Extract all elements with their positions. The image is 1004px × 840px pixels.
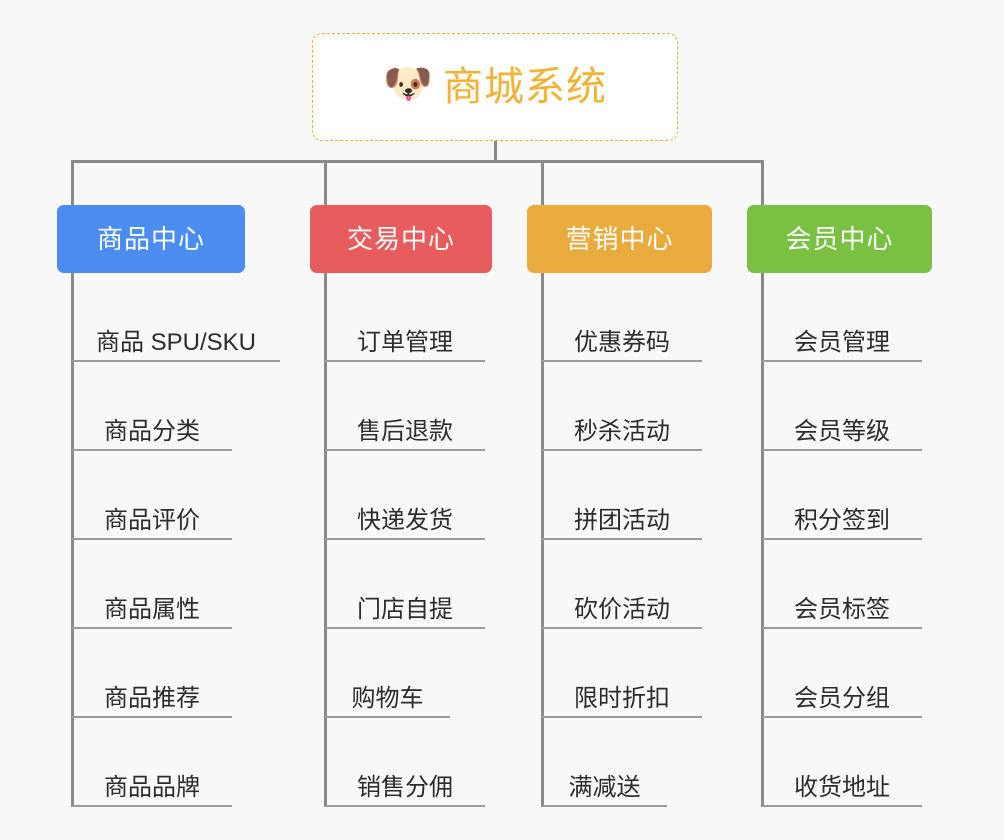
leaf-label: 门店自提 — [357, 595, 453, 623]
leaf-item[interactable]: 购物车 — [325, 629, 450, 718]
category-label: 商品中心 — [96, 224, 205, 254]
connector-vertical — [540, 160, 544, 205]
connector-vertical — [760, 160, 764, 205]
category-node-2[interactable]: 交易中心 — [310, 205, 492, 273]
leaf-item[interactable]: 商品 SPU/SKU — [72, 273, 280, 362]
leaf-item[interactable]: 商品属性 — [72, 540, 232, 629]
connector-vertical — [70, 160, 74, 205]
leaf-label: 限时折扣 — [574, 684, 670, 712]
shiba-dog-face-icon: 🐶 — [383, 62, 433, 106]
leaf-item[interactable]: 商品分类 — [72, 362, 232, 451]
leaf-label: 拼团活动 — [574, 506, 670, 534]
category-label: 交易中心 — [346, 224, 455, 254]
leaf-label: 售后退款 — [357, 417, 453, 445]
leaf-label: 购物车 — [351, 684, 424, 712]
leaf-label: 商品属性 — [104, 595, 200, 623]
root-title: 商城系统 — [443, 65, 607, 109]
connector-horizontal — [70, 160, 764, 163]
connector-vertical — [493, 141, 497, 163]
leaf-label: 商品评价 — [104, 506, 200, 534]
category-trunk-line — [540, 273, 544, 807]
leaf-label: 收货地址 — [794, 773, 890, 801]
leaf-item[interactable]: 门店自提 — [325, 540, 485, 629]
leaf-item[interactable]: 满减送 — [542, 718, 667, 807]
leaf-label: 订单管理 — [357, 328, 453, 356]
leaf-label: 商品品牌 — [104, 773, 200, 801]
leaf-item[interactable]: 秒杀活动 — [542, 362, 702, 451]
leaf-item[interactable]: 砍价活动 — [542, 540, 702, 629]
leaf-item[interactable]: 快递发货 — [325, 451, 485, 540]
leaf-item[interactable]: 会员管理 — [762, 273, 922, 362]
leaf-item[interactable]: 会员分组 — [762, 629, 922, 718]
connector-vertical — [323, 160, 327, 205]
category-node-1[interactable]: 商品中心 — [57, 205, 245, 273]
leaf-item[interactable]: 会员等级 — [762, 362, 922, 451]
leaf-item[interactable]: 优惠券码 — [542, 273, 702, 362]
category-label: 营销中心 — [565, 224, 674, 254]
leaf-label: 商品分类 — [104, 417, 200, 445]
leaf-label: 优惠券码 — [574, 328, 670, 356]
leaf-item[interactable]: 售后退款 — [325, 362, 485, 451]
category-trunk-line — [70, 273, 74, 807]
leaf-item[interactable]: 积分签到 — [762, 451, 922, 540]
leaf-item[interactable]: 订单管理 — [325, 273, 485, 362]
leaf-item[interactable]: 收货地址 — [762, 718, 922, 807]
leaf-label: 秒杀活动 — [574, 417, 670, 445]
category-node-3[interactable]: 营销中心 — [527, 205, 712, 273]
leaf-label: 会员分组 — [794, 684, 890, 712]
category-trunk-line — [323, 273, 327, 807]
leaf-label: 商品推荐 — [104, 684, 200, 712]
leaf-label: 砍价活动 — [574, 595, 670, 623]
leaf-label: 会员管理 — [794, 328, 890, 356]
leaf-item[interactable]: 销售分佣 — [325, 718, 485, 807]
leaf-label: 满减送 — [568, 773, 641, 801]
leaf-label: 积分签到 — [794, 506, 890, 534]
leaf-item[interactable]: 商品推荐 — [72, 629, 232, 718]
category-trunk-line — [760, 273, 764, 807]
category-label: 会员中心 — [785, 224, 894, 254]
leaf-label: 快递发货 — [357, 506, 453, 534]
leaf-item[interactable]: 限时折扣 — [542, 629, 702, 718]
leaf-label: 会员等级 — [794, 417, 890, 445]
leaf-item[interactable]: 商品评价 — [72, 451, 232, 540]
leaf-label: 销售分佣 — [357, 773, 453, 801]
leaf-item[interactable]: 拼团活动 — [542, 451, 702, 540]
leaf-item[interactable]: 商品品牌 — [72, 718, 232, 807]
category-node-4[interactable]: 会员中心 — [747, 205, 932, 273]
leaf-item[interactable]: 会员标签 — [762, 540, 922, 629]
leaf-label: 会员标签 — [794, 595, 890, 623]
leaf-label: 商品 SPU/SKU — [95, 328, 257, 356]
root-node[interactable]: 🐶 商城系统 — [312, 33, 678, 141]
